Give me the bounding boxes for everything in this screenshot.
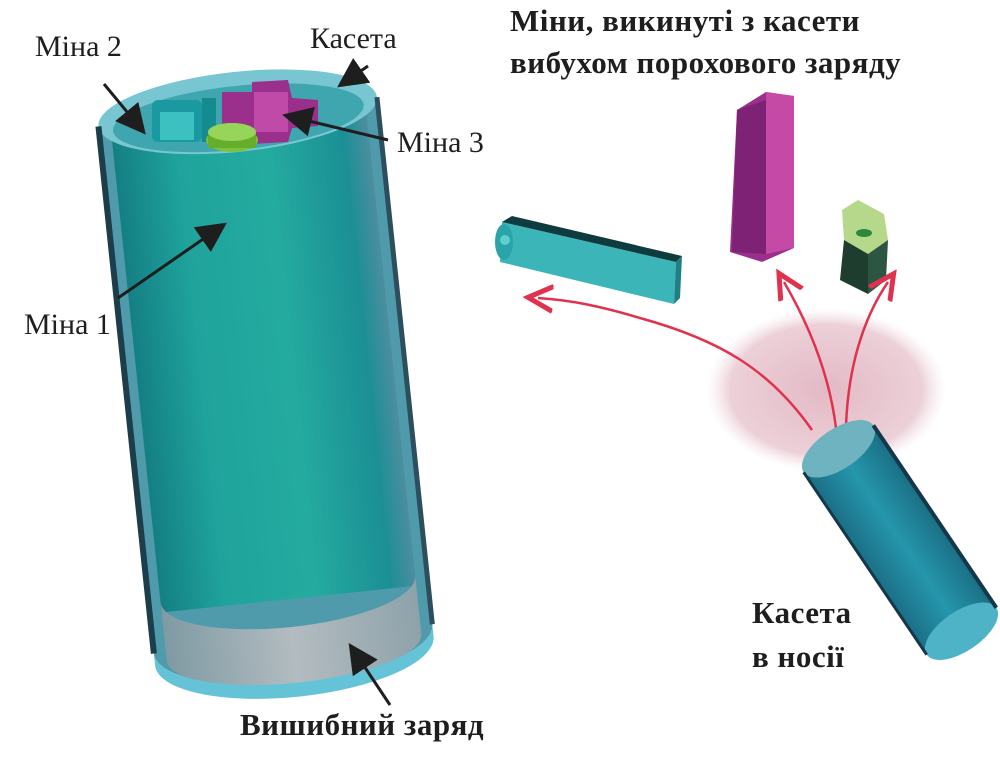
ejected-mine-teal bbox=[495, 216, 682, 304]
arrow-cassette bbox=[337, 58, 371, 88]
arrow-mine-3 bbox=[282, 107, 389, 142]
label-mine-3: Міна 3 bbox=[397, 126, 484, 159]
blast-cloud bbox=[706, 308, 946, 472]
arrow-mine-1 bbox=[117, 222, 227, 300]
mine-1-body bbox=[111, 108, 417, 613]
label-ejected-title-line1: Міни, викинуті з касети bbox=[510, 3, 860, 38]
trajectory-to-green bbox=[844, 282, 888, 427]
arrow-mine-2 bbox=[102, 83, 146, 135]
ejected-mine-green bbox=[840, 200, 888, 294]
trajectory-to-teal bbox=[538, 298, 814, 431]
carrier-cassette bbox=[801, 420, 999, 660]
label-carrier-line2: в носії bbox=[752, 639, 845, 674]
label-cassette: Касета bbox=[310, 22, 397, 55]
label-mine-1: Міна 1 bbox=[24, 308, 111, 341]
label-carrier-line1: Касета bbox=[752, 595, 852, 630]
mine-green-shape bbox=[206, 123, 258, 152]
label-mine-2: Міна 2 bbox=[35, 30, 122, 63]
mine-2-shape bbox=[152, 98, 216, 142]
trajectory-to-purple bbox=[784, 282, 838, 429]
ejected-mine-purple bbox=[730, 92, 794, 262]
label-ejected-title-line2: вибухом порохового заряду bbox=[510, 45, 902, 80]
label-ejection-charge: Вишибний заряд bbox=[240, 707, 485, 742]
cassette-main bbox=[95, 69, 435, 699]
arrow-ejection-charge bbox=[348, 643, 392, 706]
